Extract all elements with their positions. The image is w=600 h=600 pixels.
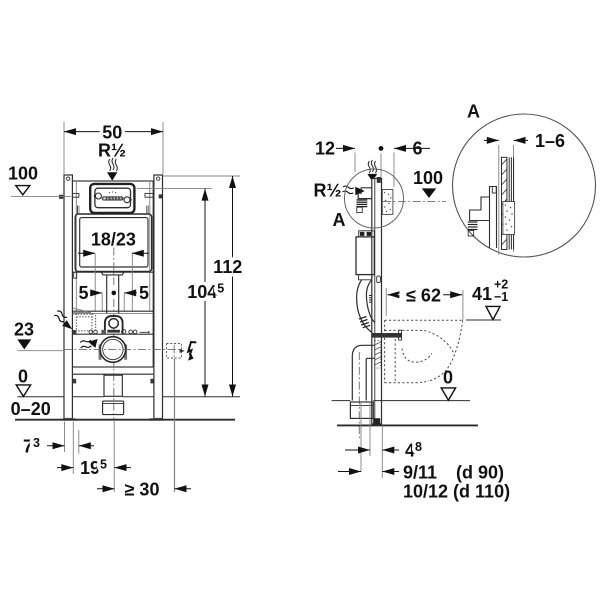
svg-text:41: 41 (472, 284, 492, 304)
svg-text:100: 100 (413, 168, 443, 188)
svg-text:R½: R½ (98, 140, 126, 160)
svg-text:(d 90): (d 90) (456, 463, 504, 483)
svg-text:112: 112 (213, 257, 242, 277)
svg-text:A: A (467, 102, 480, 122)
svg-text:≥ 30: ≥ 30 (125, 479, 160, 499)
svg-text:23: 23 (14, 320, 34, 340)
svg-text:100: 100 (8, 164, 38, 184)
svg-text:18/23: 18/23 (91, 229, 136, 249)
svg-text:12: 12 (315, 139, 335, 159)
svg-text:9/11: 9/11 (403, 463, 437, 483)
svg-text:6: 6 (412, 138, 422, 158)
svg-text:1–6: 1–6 (535, 131, 565, 151)
svg-text:≤ 62: ≤ 62 (406, 285, 441, 305)
svg-text:0: 0 (443, 367, 453, 387)
svg-text:−1: −1 (494, 290, 508, 304)
svg-text:50: 50 (102, 122, 122, 142)
svg-text:5: 5 (139, 283, 149, 303)
svg-text:R½: R½ (313, 181, 341, 201)
svg-text:A: A (333, 210, 346, 230)
svg-text:0: 0 (18, 366, 28, 386)
svg-text:10/12 (d 110): 10/12 (d 110) (403, 482, 510, 502)
svg-text:5: 5 (78, 283, 88, 303)
svg-text:0–20: 0–20 (11, 399, 51, 419)
svg-text:+2: +2 (494, 278, 508, 292)
